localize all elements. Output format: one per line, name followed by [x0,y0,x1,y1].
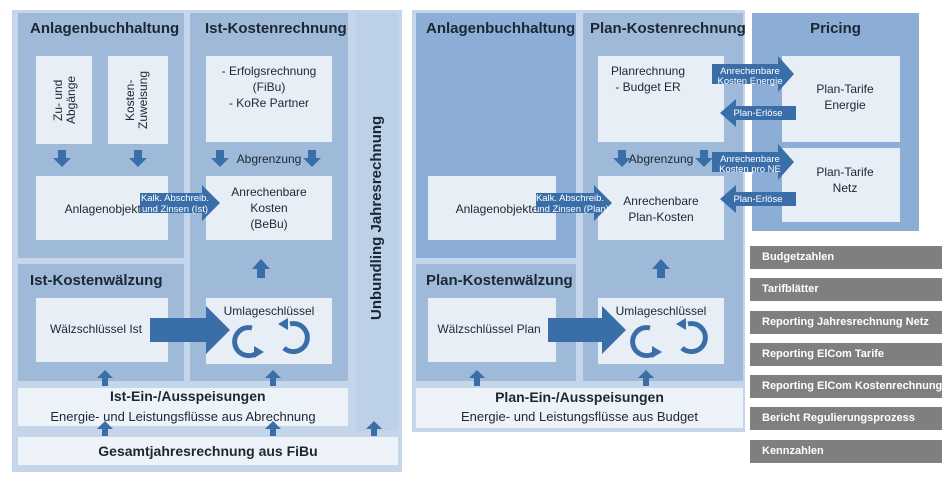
plan-tarife-energie-box [782,56,900,142]
gesamtjahresrechnung-label: Gesamtjahresrechnung aus FiBu [98,443,318,459]
plan-kalk-label-1: Kalk. Abschreib. [535,193,605,204]
anr-ne-label-1: Anrechenbare [720,154,780,165]
kalk-arrow-ist [140,185,220,221]
plan-waelzschluessel-box [428,298,556,362]
report-elcom-kostenrechnung[interactable]: Reporting ElCom Kostenrechnung [750,375,942,398]
zu-abgaenge-box [36,56,92,144]
report-tarifblaetter[interactable]: Tarifblätter [750,278,942,301]
ist-anlagenbuchhaltung-title: Anlagenbuchhaltung [30,20,180,37]
up-arrow-icon [652,259,670,278]
down-arrow-icon [211,150,229,167]
up-arrow-icon [638,370,654,386]
waelz-arrow-ist [150,306,230,354]
down-arrow-icon [613,150,631,167]
down-arrow-icon [303,150,321,167]
ist-ein-aus-title: Ist-Ein-/Ausspeisungen [110,388,266,404]
erfolgsrechnung-fibu-label: (FiBu) [252,80,286,94]
ist-ein-aus-subtitle: Energie- und Leistungsflüsse aus Abrechn… [50,409,316,424]
anr-energie-label-1: Anrechenbare [720,66,780,77]
plan-anrechenbare-kosten-box [598,176,724,240]
plan-ein-aus-title: Plan-Ein-/Ausspeisungen [495,389,664,405]
planrechnung-box [598,56,724,142]
plan-ein-aus-subtitle: Energie- und Leistungsflüsse aus Budget [460,409,699,424]
erfolgsrechnung-box [206,56,332,142]
cycle-arrow-icon [630,325,658,359]
ist-waelzschluessel-box [36,298,168,362]
ist-kostenrechnung-title: Ist-Kostenrechnung [205,20,347,37]
cycle-arrow-icon [680,321,708,355]
planrechnung-label: Planrechnung [610,64,686,78]
kore-partner-label: - KoRe Partner [228,96,310,110]
ist-kalk-label-2: und Zinsen (Ist) [142,204,208,215]
plan-erloese-arrow-1 [720,99,796,127]
cycle-arrow-icon [232,325,260,359]
ist-anrechenbare-kosten-box [206,176,332,240]
ist-anrechenbare-label-3: (BeBu) [250,217,288,231]
plan-erloese-arrow-2 [720,185,796,213]
down-arrow-icon [695,150,713,167]
gesamtjahresrechnung-box [18,437,398,465]
report-jahresrechnung-netz[interactable]: Reporting Jahresrechnung Netz [750,311,942,334]
plan-tarife-energie-label-1: Plan-Tarife [816,82,874,96]
ist-abgrenzung-label: Abgrenzung [236,152,302,166]
anrechenbare-energie-arrow [712,56,794,92]
plan-tarife-netz-label-1: Plan-Tarife [816,165,874,179]
plan-tarife-netz-label-2: Netz [832,181,858,195]
plan-tarife-energie-label-2: Energie [824,98,866,112]
plan-anlagenbuchhaltung-title: Anlagenbuchhaltung [426,20,576,37]
waelz-arrow-plan [548,306,626,354]
anr-ne-label-2: Kosten pro NE [719,164,781,175]
up-arrow-icon [366,421,382,436]
report-budgetzahlen[interactable]: Budgetzahlen [750,246,942,269]
up-arrow-icon [97,421,113,436]
report-regulierungsprozess[interactable]: Bericht Regulierungsprozess [750,407,942,430]
up-arrow-icon [97,370,113,386]
down-arrow-icon [129,150,147,167]
anrechenbare-ne-arrow [712,144,794,180]
ist-anlagenobjekte-label: Anlagenobjekte [64,202,148,216]
down-arrow-icon [53,150,71,167]
plan-kalk-label-2: und Zinsen (Plan) [534,204,609,215]
cycle-arrow-icon [282,321,310,355]
plan-kostenrechnung-title: Plan-Kostenrechnung [590,20,746,37]
kosten-zuweisung-box [108,56,168,144]
up-arrow-icon [252,259,270,278]
anr-energie-label-2: Kosten Energie [717,76,783,87]
plan-anrechenbare-label-1: Anrechenbare [623,194,699,208]
plan-anrechenbare-label-2: Plan-Kosten [628,210,694,224]
ist-kalk-label-1: Kalk. Abschreib. [140,193,210,204]
ist-anrechenbare-label-1: Anrechenbare [231,185,307,199]
plan-tarife-netz-box [782,148,900,222]
plan-erloese-label-1: Plan-Erlöse [733,108,783,119]
plan-anlagenobjekte-box [428,176,556,240]
kalk-arrow-plan [536,185,612,221]
ist-ein-aus-box [18,388,348,426]
plan-waelzschluessel-label: Wälzschlüssel Plan [437,322,541,336]
report-kennzahlen[interactable]: Kennzahlen [750,440,942,463]
up-arrow-icon [265,370,281,386]
plan-ein-aus-box [416,388,743,428]
ist-anrechenbare-label-2: Kosten [250,201,288,215]
report-elcom-tarife[interactable]: Reporting ElCom Tarife [750,343,942,366]
erfolgsrechnung-label: - Erfolgsrechnung [221,64,317,78]
plan-anlagenobjekte-label: Anlagenobjekte [455,202,539,216]
up-arrow-icon [469,370,485,386]
ist-kostenwaelzung-title: Ist-Kostenwälzung [30,272,163,289]
ist-umlageschluessel-label: Umlageschlüssel [223,304,315,318]
budget-er-label: - Budget ER [615,80,681,94]
pricing-title: Pricing [810,20,861,37]
plan-abgrenzung-label: Abgrenzung [628,152,694,166]
plan-erloese-label-2: Plan-Erlöse [733,194,783,205]
plan-kostenwaelzung-title: Plan-Kostenwälzung [426,272,573,289]
plan-umlageschluessel-label: Umlageschlüssel [615,304,707,318]
up-arrow-icon [265,421,281,436]
ist-waelzschluessel-label: Wälzschlüssel Ist [49,322,143,336]
unbundling-panel [356,13,398,431]
